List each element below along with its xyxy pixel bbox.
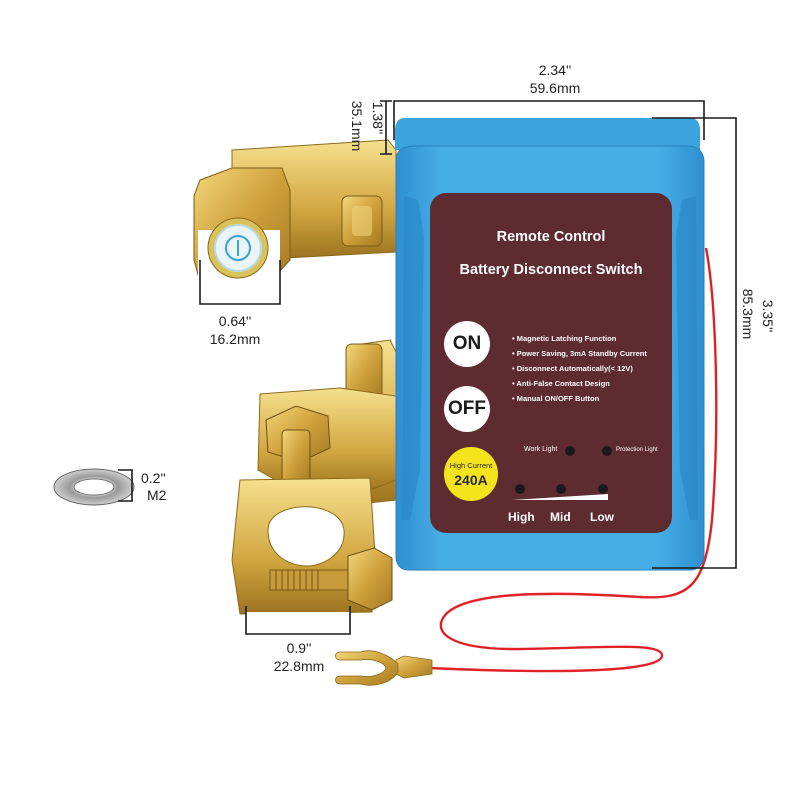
stud-mm-label: 16.2mm — [209, 331, 261, 347]
panel-title-line-1: Remote Control — [496, 229, 606, 245]
width-inch-label: 2.34'' — [538, 62, 572, 78]
height-inch-label: 3.35'' — [760, 299, 776, 333]
badge-line-2: 240A — [454, 471, 488, 488]
work-light-label: Work Light — [524, 446, 558, 453]
washer — [53, 468, 135, 506]
bottom-clamp — [231, 339, 397, 634]
stud-inch-label: 0.64'' — [218, 313, 252, 329]
work-light-led — [565, 446, 575, 456]
protection-light-label: Protection Light — [616, 447, 658, 453]
feature-item: • Manual ON/OFF Button — [512, 394, 600, 403]
level-label-low: Low — [590, 510, 614, 524]
panel-title-line-2: Battery Disconnect Switch — [459, 262, 643, 278]
level-ramp — [512, 494, 608, 500]
badge-line-1: High Current — [449, 460, 493, 470]
width-mm-label: 59.6mm — [529, 80, 581, 96]
dimension-lines — [118, 100, 737, 635]
washer-inch-label: 0.2'' — [141, 470, 166, 486]
depth-mm-label: 35.1mm — [349, 100, 365, 152]
feature-item: • Anti-False Contact Design — [512, 379, 610, 388]
height-mm-label: 85.3mm — [740, 288, 756, 340]
feature-item: • Disconnect Automatically(< 12V) — [512, 364, 633, 373]
level-label-high: High — [508, 510, 535, 524]
level-led-high — [515, 484, 525, 494]
fork-terminal — [335, 650, 433, 686]
switch-housing — [395, 118, 705, 571]
level-label-mid: Mid — [550, 510, 571, 524]
off-button[interactable]: OFF — [444, 386, 490, 432]
high-current-badge: High Current 240A — [444, 447, 498, 501]
clamp-inch-label: 0.9'' — [286, 640, 312, 656]
red-wire-outer — [429, 247, 717, 672]
feature-item: • Magnetic Latching Function — [512, 334, 617, 343]
level-led-low — [598, 484, 608, 494]
on-button[interactable]: ON — [444, 321, 490, 367]
clamp-mm-label: 22.8mm — [273, 658, 325, 674]
level-led-mid — [556, 484, 566, 494]
feature-item: • Power Saving, 3mA Standby Current — [512, 349, 647, 358]
protection-light-led — [602, 446, 612, 456]
top-terminal — [193, 139, 397, 302]
depth-inch-label: 1.38'' — [370, 101, 386, 135]
washer-size-label: M2 — [147, 487, 167, 503]
